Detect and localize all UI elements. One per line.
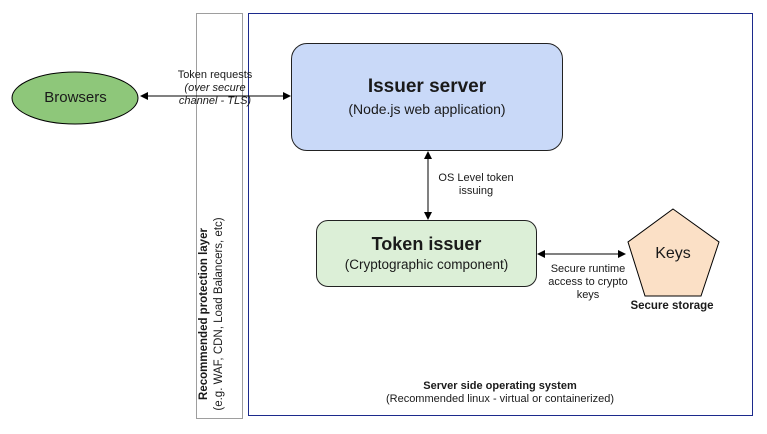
token-requests-label: Token requests (over secure channel - TL… bbox=[160, 69, 270, 108]
browsers-label: Browsers bbox=[44, 89, 107, 106]
server-os-subtitle: (Recommended linux - virtual or containe… bbox=[385, 393, 615, 405]
secure-runtime-label: Secure runtime access to crypto keys bbox=[538, 263, 638, 302]
server-os-frame bbox=[248, 13, 753, 416]
secure-runtime-line1: Secure runtime bbox=[550, 263, 626, 275]
os-level-line1: OS Level token bbox=[438, 172, 514, 184]
keys-label: Keys bbox=[655, 245, 691, 262]
protection-layer-box bbox=[196, 13, 243, 419]
token-requests-line1: Token requests bbox=[177, 69, 253, 81]
server-os-label: Server side operating system (Recommende… bbox=[300, 380, 700, 406]
token-issuer-subtitle: (Cryptographic component) bbox=[344, 257, 509, 272]
token-issuer-node: Token issuer (Cryptographic component) bbox=[316, 220, 537, 287]
secure-runtime-line2: access to crypto bbox=[548, 276, 628, 288]
issuer-server-subtitle: (Node.js web application) bbox=[348, 101, 506, 117]
secure-runtime-line3: keys bbox=[576, 289, 600, 301]
token-requests-line3: channel - TLS) bbox=[178, 95, 252, 107]
keys-node bbox=[627, 208, 720, 297]
token-issuer-title: Token issuer bbox=[371, 234, 482, 254]
os-level-line2: issuing bbox=[458, 185, 494, 197]
secure-storage-label: Secure storage bbox=[630, 300, 714, 312]
server-os-title: Server side operating system bbox=[423, 380, 577, 392]
browsers-node bbox=[11, 71, 139, 125]
issuer-server-title: Issuer server bbox=[367, 76, 487, 97]
issuer-server-node: Issuer server (Node.js web application) bbox=[291, 43, 563, 151]
token-requests-line2: (over secure bbox=[184, 82, 246, 94]
os-level-label: OS Level token issuing bbox=[426, 172, 526, 198]
